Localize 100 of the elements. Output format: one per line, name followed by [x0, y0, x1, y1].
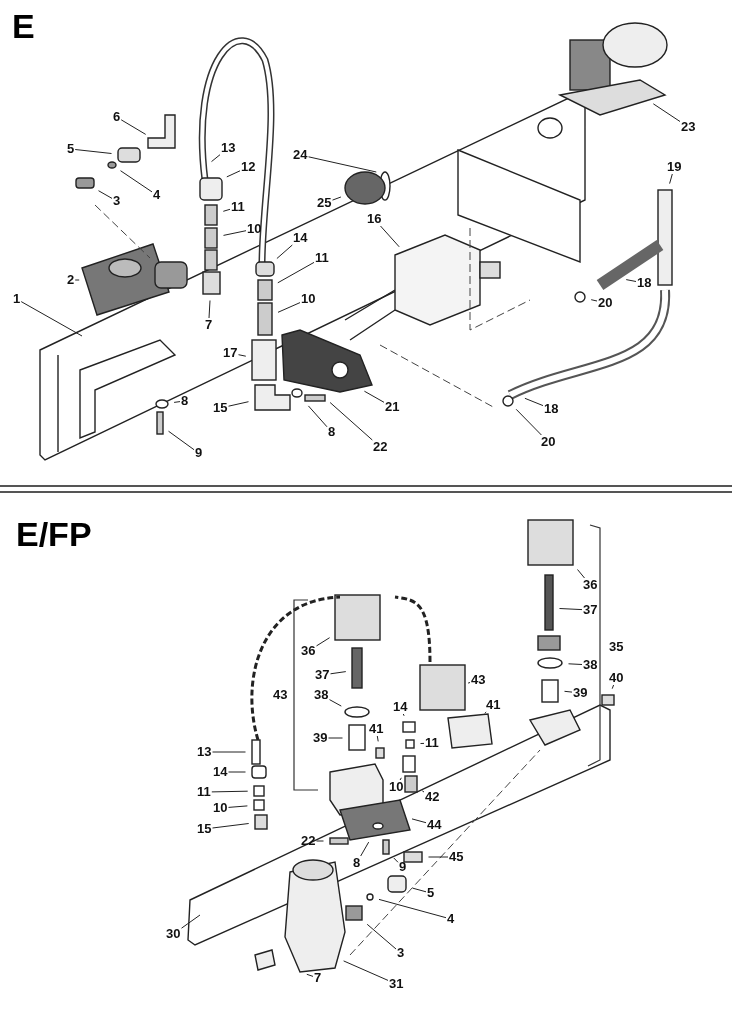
callout-number: 12 — [240, 160, 257, 174]
leader-line — [484, 711, 487, 714]
callout-number: 10 — [300, 292, 317, 306]
leader-line — [363, 390, 385, 403]
callout-number: 5 — [66, 142, 76, 156]
leader-line — [577, 569, 585, 579]
callout-number: 13 — [220, 141, 237, 155]
leader-line — [211, 790, 249, 793]
callout-number: 10 — [388, 780, 405, 794]
leader-line — [611, 684, 615, 690]
leader-line — [559, 608, 583, 611]
leader-line — [366, 923, 397, 950]
callout-number: 14 — [212, 765, 229, 779]
leader-line — [276, 244, 293, 259]
callout-number: 20 — [597, 296, 614, 310]
callout-number: 11 — [424, 736, 440, 750]
callout-number: 23 — [680, 120, 697, 134]
leader-line — [515, 408, 542, 436]
callout-number: 1 — [12, 292, 22, 306]
callout-number: 24 — [292, 148, 309, 162]
callout-number: 41 — [368, 722, 385, 736]
leader-line — [625, 279, 637, 282]
callout-number: 10 — [212, 801, 229, 815]
callout-number: 25 — [316, 196, 333, 210]
callout-number: 42 — [424, 790, 441, 804]
leader-line — [208, 300, 211, 319]
leader-line — [316, 840, 324, 842]
leader-line — [467, 682, 471, 684]
callout-number: 5 — [426, 886, 436, 900]
callout-number: 15 — [212, 401, 229, 415]
leader-line — [376, 735, 379, 742]
callout-number: 21 — [384, 400, 401, 414]
panel-heading: E — [12, 8, 35, 44]
leader-line — [20, 301, 83, 337]
callout-number: 36 — [300, 644, 317, 658]
leader-line — [120, 170, 153, 193]
leader-line — [393, 857, 399, 863]
callout-number: 35 — [608, 640, 625, 654]
callout-number: 43 — [272, 688, 289, 702]
leader-line — [181, 914, 201, 929]
callout-number: 13 — [196, 745, 213, 759]
leader-line — [420, 742, 425, 744]
callout-number: 6 — [112, 110, 122, 124]
callout-number: 22 — [372, 440, 389, 454]
leader-line — [378, 898, 447, 919]
leader-line — [652, 103, 681, 122]
callout-number: 2 — [66, 273, 76, 287]
leader-line — [228, 771, 246, 773]
leader-line — [360, 841, 370, 857]
leader-line — [330, 671, 347, 675]
leader-line — [307, 405, 328, 428]
callout-number: 39 — [312, 731, 329, 745]
leader-line — [212, 823, 250, 829]
leader-line — [228, 401, 249, 407]
callout-number: 4 — [446, 912, 456, 926]
callout-number: 43 — [470, 673, 487, 687]
leader-line — [308, 156, 377, 173]
leader-line — [412, 887, 427, 893]
leader-line — [524, 397, 544, 407]
leader-line — [332, 196, 342, 201]
callout-number: 31 — [388, 977, 405, 991]
leader-line — [564, 690, 573, 693]
callout-number: 19 — [666, 160, 683, 174]
callout-number: 14 — [292, 231, 309, 245]
callout-number: 11 — [196, 785, 212, 799]
leader-line — [238, 354, 247, 357]
callout-number: 3 — [396, 946, 406, 960]
callout-number: 44 — [426, 818, 443, 832]
callout-number: 30 — [165, 927, 182, 941]
callout-number: 17 — [222, 346, 239, 360]
callout-number: 41 — [485, 698, 502, 712]
callout-number: 8 — [352, 856, 362, 870]
leader-line — [211, 154, 221, 163]
leader-line — [223, 230, 247, 236]
leader-line — [329, 699, 342, 707]
callout-number: 18 — [543, 402, 560, 416]
callout-number: 39 — [572, 686, 589, 700]
callout-number: 3 — [112, 194, 122, 208]
callout-number: 8 — [180, 394, 190, 408]
leader-line — [328, 737, 343, 739]
leader-line — [74, 279, 80, 281]
leader-line — [316, 637, 331, 647]
callout-number: 9 — [398, 860, 408, 874]
callout-number: 37 — [314, 668, 331, 682]
callout-number: 7 — [313, 971, 323, 985]
leader-line — [568, 663, 583, 665]
callout-number: 9 — [194, 446, 204, 460]
leader-line — [212, 751, 246, 753]
callout-number: 4 — [152, 188, 162, 202]
callout-number: 45 — [448, 850, 465, 864]
leader-line — [222, 208, 231, 212]
leader-line — [306, 973, 314, 977]
leader-line — [173, 401, 181, 403]
callout-number: 7 — [204, 318, 214, 332]
leader-line — [74, 149, 112, 154]
callout-number: 38 — [313, 688, 330, 702]
leader-line — [226, 170, 241, 178]
panel-heading: E/FP — [16, 516, 92, 552]
leader-line — [590, 299, 598, 302]
callout-number: 15 — [196, 822, 213, 836]
